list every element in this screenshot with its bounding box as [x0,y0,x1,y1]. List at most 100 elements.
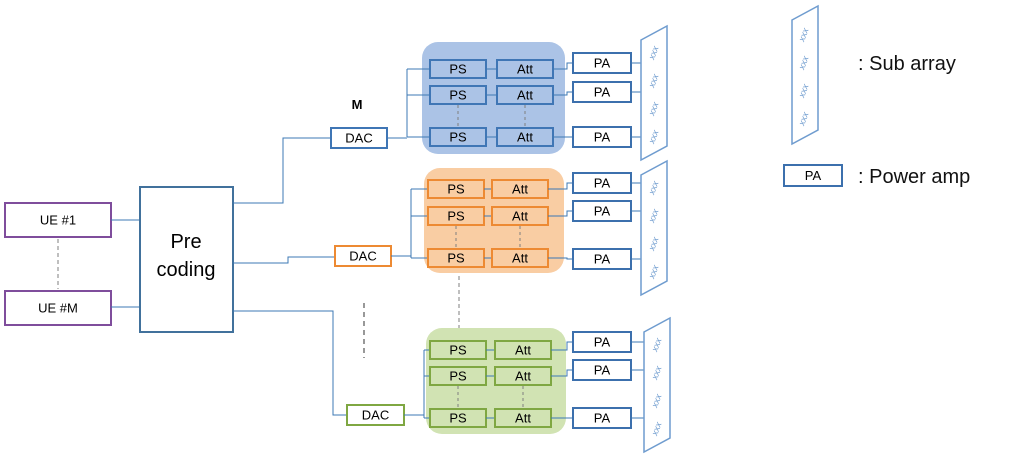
pa-label: PA [594,204,611,219]
wire-precoder-dac-2 [233,256,335,264]
ue-1-box: UE #1 [4,202,112,238]
ps-label: PS [447,182,465,197]
pa-label: PA [594,252,611,267]
svg-text:xxx: xxx [796,110,811,128]
antenna-element-mark: xxx [646,128,661,146]
ps-box: PS [427,179,485,199]
pa-label: PA [594,411,611,426]
pa-label: PA [594,56,611,71]
ps-label: PS [447,209,465,224]
att-box: Att [491,248,549,268]
m-label: M [352,97,363,112]
att-box: Att [496,59,554,79]
dac-label: DAC [345,131,372,146]
pa-box: PA [572,172,632,194]
att-box: Att [494,366,552,386]
ps-box: PS [427,206,485,226]
wire-precoder-dac-3 [233,310,347,416]
pa-label: PA [594,176,611,191]
dac-box: DAC [330,127,388,149]
antenna-element-mark: xxx [649,364,664,382]
dac-label: DAC [349,249,376,264]
pa-label: PA [594,130,611,145]
pa-box: PA [572,126,632,148]
legend-pa-box: PA [783,164,843,187]
antenna-element-mark: xxx [649,336,664,354]
ps-label: PS [449,130,467,145]
att-label: Att [512,182,528,197]
pa-label: PA [594,335,611,350]
antenna-element-mark: xxx [646,207,661,225]
att-box: Att [491,179,549,199]
svg-text:xxx: xxx [796,54,811,72]
pa-label: PA [594,363,611,378]
ue-m-box: UE #M [4,290,112,326]
antenna-element-mark: xxx [649,420,664,438]
legend-sub-array-label: : Sub array [858,53,956,75]
legend: xxx xxx xxx xxx : Sub array PA : Power a… [783,4,970,188]
att-label: Att [512,251,528,266]
att-box: Att [496,85,554,105]
att-box: Att [496,127,554,147]
antenna-element-mark: xxx [646,72,661,90]
ps-label: PS [447,251,465,266]
att-label: Att [515,369,531,384]
precoder-box: Pre coding [139,186,234,333]
antenna-element-mark: xxx [646,100,661,118]
ps-box: PS [427,248,485,268]
ps-box: PS [429,408,487,428]
svg-text:PA: PA [805,168,822,183]
dac-box: DAC [334,245,392,267]
antenna-element-mark: xxx [646,179,661,197]
att-box: Att [494,340,552,360]
ps-box: PS [429,366,487,386]
pa-box: PA [572,52,632,74]
att-label: Att [512,209,528,224]
precoder-label-line1: Pre [170,231,201,253]
ps-box: PS [429,85,487,105]
antenna-sub-array: xxx xxx xxx xxx [643,316,671,454]
pa-box: PA [572,81,632,103]
ue-m-label: UE #M [38,301,78,316]
legend-power-amp-label: : Power amp [858,166,970,188]
antenna-sub-array: xxx xxx xxx xxx [640,159,668,297]
ps-label: PS [449,62,467,77]
pa-box: PA [572,331,632,353]
legend-sub-array-icon: xxx xxx xxx xxx [791,4,819,146]
ps-label: PS [449,411,467,426]
pa-label: PA [594,85,611,100]
pa-box: PA [572,407,632,429]
att-box: Att [494,408,552,428]
svg-text:xxx: xxx [796,82,811,100]
att-label: Att [517,130,533,145]
svg-text:xxx: xxx [796,26,811,44]
pa-box: PA [572,200,632,222]
precoder-label-line2: coding [157,259,216,281]
ue-1-label: UE #1 [40,213,76,228]
ps-label: PS [449,343,467,358]
antenna-element-mark: xxx [649,392,664,410]
att-label: Att [515,411,531,426]
att-label: Att [517,62,533,77]
ps-label: PS [449,369,467,384]
att-label: Att [517,88,533,103]
ps-box: PS [429,59,487,79]
ps-box: PS [429,127,487,147]
pa-box: PA [572,248,632,270]
att-box: Att [491,206,549,226]
dac-label: DAC [362,408,389,423]
antenna-sub-array: xxx xxx xxx xxx [640,24,668,162]
pa-box: PA [572,359,632,381]
ps-box: PS [429,340,487,360]
att-label: Att [515,343,531,358]
antenna-element-mark: xxx [646,235,661,253]
antenna-element-mark: xxx [646,44,661,62]
antenna-element-mark: xxx [646,263,661,281]
ps-label: PS [449,88,467,103]
dac-box: DAC [346,404,405,426]
